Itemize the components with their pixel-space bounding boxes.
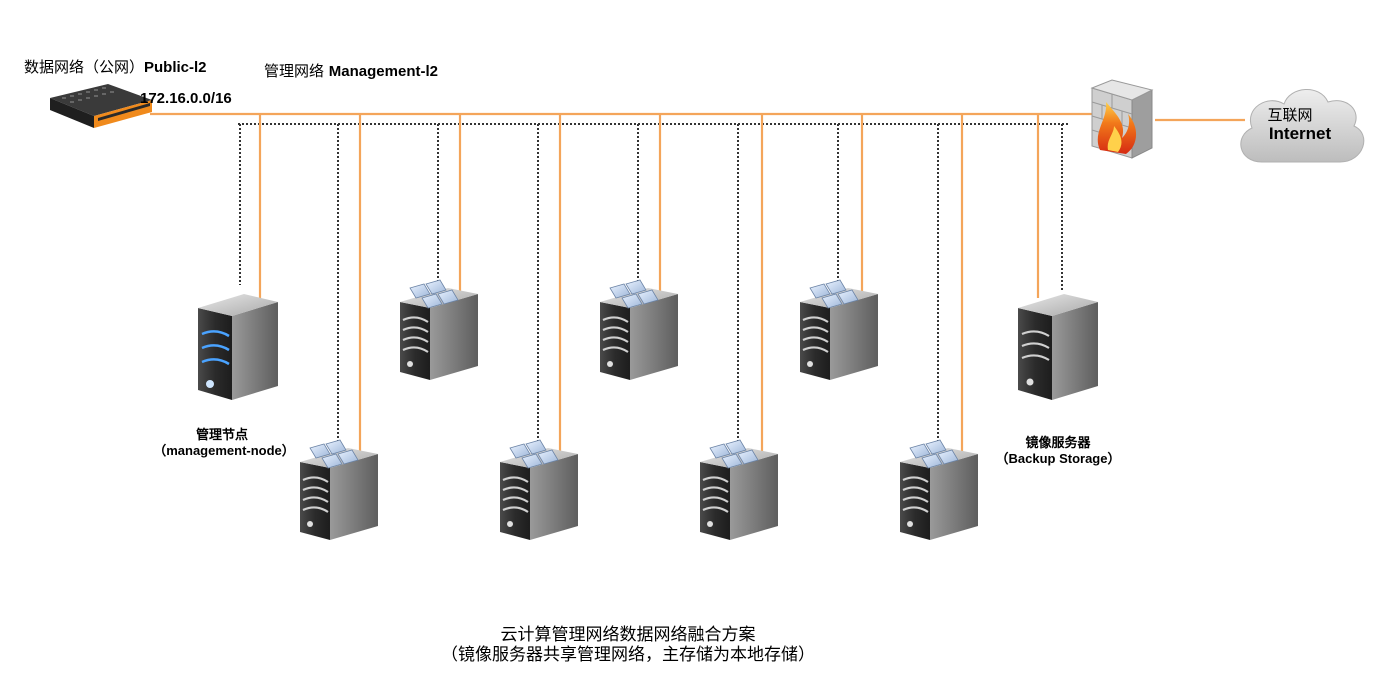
compute-host-icon [798, 278, 880, 382]
public-l2-label-en: Public-l2 [144, 59, 207, 76]
internet-label-cn: 互联网 [1267, 106, 1313, 124]
public-l2-label: 数据网络（公网）Public-l2 [24, 56, 207, 77]
firewall-icon [1090, 79, 1154, 159]
management-node-label-cn: 管理节点 [195, 428, 249, 443]
caption-line1: 云计算管理网络数据网络融合方案 [500, 625, 756, 645]
management-l2-label-cn: 管理网络 [264, 62, 325, 80]
backup-storage-server-icon [1018, 294, 1098, 400]
caption-line2: （镜像服务器共享管理网络，主存储为本地存储） [441, 645, 815, 665]
management-l2-label: 管理网络 Management-l2 [264, 60, 438, 81]
management-server-icon [198, 294, 278, 400]
cloud-icon [1240, 89, 1365, 163]
compute-host-icon [898, 438, 980, 542]
compute-host-icon [598, 278, 680, 382]
compute-host-icon [698, 438, 780, 542]
compute-host-icon [498, 438, 580, 542]
compute-host-icon [398, 278, 480, 382]
management-node-label-en: （management-node） [153, 443, 295, 458]
public-l2-label-cn: 数据网络（公网） [24, 58, 145, 76]
compute-host-icon [298, 438, 380, 542]
internet-label-en: Internet [1268, 124, 1332, 143]
network-switch-icon [50, 84, 152, 128]
node-links [239, 114, 1063, 455]
cidr-label: 172.16.0.0/16 [140, 90, 232, 107]
backup-storage-label-en: （Backup Storage） [995, 451, 1121, 466]
management-l2-label-en: Management-l2 [328, 63, 438, 80]
backup-storage-label-cn: 镜像服务器 [1025, 436, 1091, 451]
